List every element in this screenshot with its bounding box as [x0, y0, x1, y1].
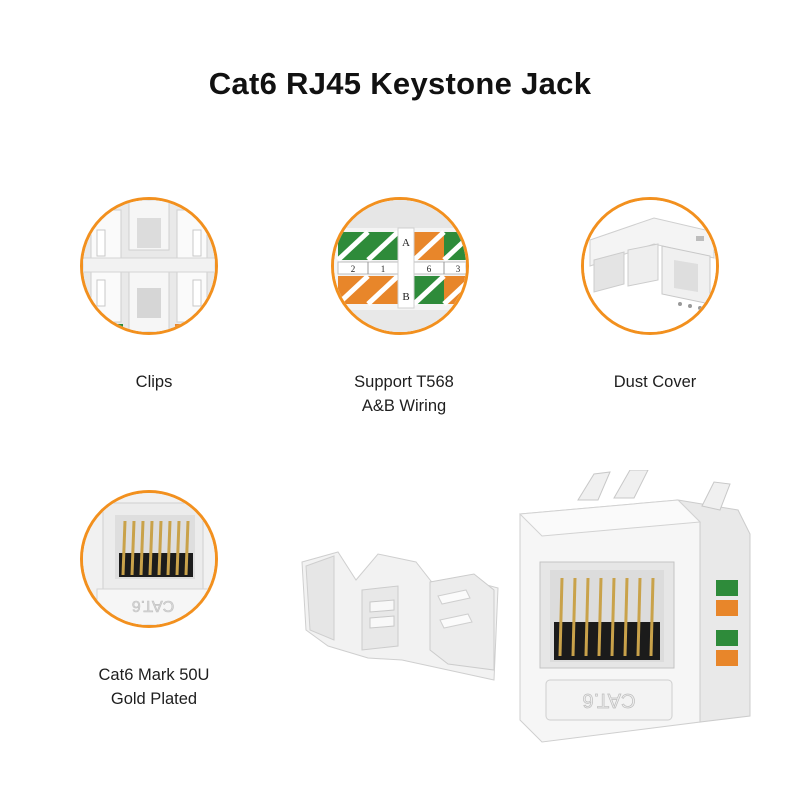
wiring-label: Support T568 A&B Wiring	[354, 373, 454, 415]
gold-contacts-closeup-image: CAT.6	[80, 490, 218, 628]
dust-cover-closeup-image	[581, 197, 719, 335]
wiring-pin-number: 3	[456, 264, 461, 274]
dust-cover-label: Dust Cover	[613, 373, 697, 391]
wiring-pin-number: 6	[427, 264, 432, 274]
keystone-jack-product-image: CAT.6	[298, 469, 758, 790]
closeup-cat6-marking: CAT.6	[132, 597, 174, 614]
wiring-row-letter-a: A	[402, 237, 410, 249]
clips-label: Clips	[135, 373, 173, 391]
gold-plated-label: Cat6 Mark 50U Gold Plated	[98, 666, 210, 708]
wiring-pin-number: 2	[351, 264, 356, 274]
page-title: Cat6 RJ45 Keystone Jack	[208, 66, 592, 101]
wiring-row-letter-b: B	[402, 291, 409, 303]
jack-cat6-marking: CAT.6	[583, 689, 636, 711]
dust-cover-piece	[301, 551, 499, 681]
wiring-closeup-image: A B 2 1 6 3	[331, 197, 469, 335]
jack-body: CAT.6	[518, 469, 751, 743]
wiring-pin-number: 1	[381, 264, 386, 274]
clips-closeup-image	[80, 197, 218, 335]
